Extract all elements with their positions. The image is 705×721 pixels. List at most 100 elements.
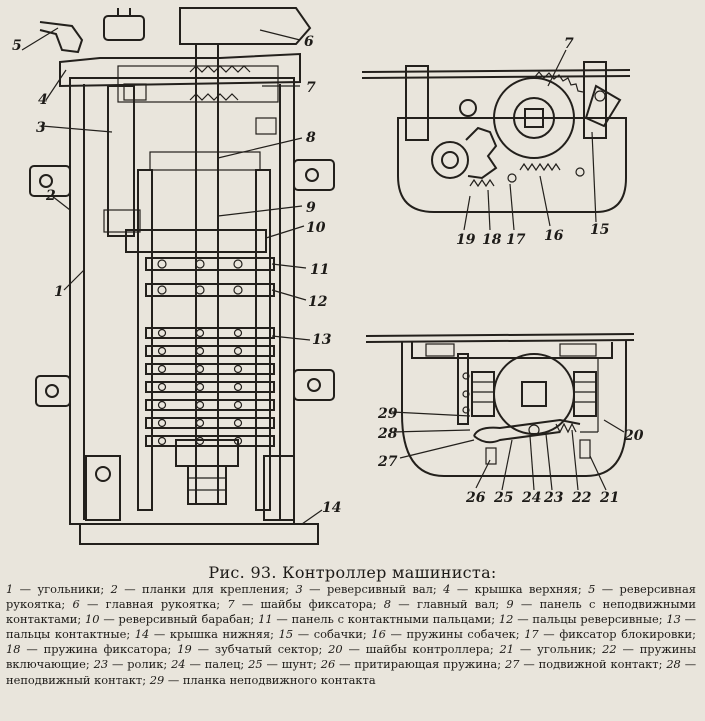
legend-text: реверсивный барабан; [118, 612, 255, 627]
top-cover [59, 52, 301, 88]
legend-item: 18 — пружина фиксатора; [6, 642, 172, 657]
contact-finger-row [145, 417, 275, 429]
finger-bolt [157, 400, 167, 410]
legend-text: главная рукоятка; [105, 597, 221, 612]
legend-number: 24 [171, 657, 186, 672]
reverse-drum [125, 229, 267, 253]
legend-number: 27 [504, 657, 520, 672]
legend-number: 10 [85, 612, 100, 627]
callout-25: 25 [493, 490, 513, 506]
callout-2: 2 [45, 188, 56, 204]
legend-text: неподвижный контакт; [6, 672, 147, 687]
finger-bolt [157, 346, 167, 356]
pawl [584, 84, 622, 128]
legend-text: угольники; [37, 582, 105, 596]
latch-spring [189, 65, 251, 73]
legend-text: фиксатор блокировки; [559, 627, 696, 642]
fixed-contact-left [471, 371, 495, 417]
legend-item: 27 — подвижной контакт; [504, 657, 663, 672]
legend-number: 25 [248, 657, 263, 672]
callout-11: 11 [310, 262, 329, 278]
callout-18: 18 [482, 232, 502, 248]
callout-7: 7 [306, 80, 316, 96]
legend-item: 10 — реверсивный барабан; [85, 612, 255, 627]
legend-item: 28 — неподвижный контакт; [6, 657, 697, 687]
finger-bolt [157, 328, 167, 338]
finger-bolt [195, 364, 205, 374]
legend-item: 14 — крышка нижняя; [134, 627, 274, 642]
callout-15: 15 [590, 222, 609, 238]
legend-number: 29 [149, 672, 165, 687]
fixed-contact-right [573, 371, 597, 417]
legend-number: 14 [134, 627, 150, 642]
controller-drawing: 5 4 3 2 1 6 7 8 9 10 11 12 13 14 7 19 18… [12, 7, 644, 545]
legend-item: 5 — реверсивная рукоятка; [6, 582, 696, 612]
legend-item: 3 — реверсивный вал; [295, 582, 437, 596]
legend-item: 9 — панель с неподвижными контактами; [6, 597, 697, 627]
callout-10: 10 [306, 220, 326, 236]
ratchet-view [361, 49, 631, 231]
legend-item: 25 — шунт; [248, 657, 317, 672]
finger-bolt [157, 436, 167, 446]
figure-caption: Рис. 93. Контроллер машиниста: [208, 563, 497, 582]
legend-number: 7 [227, 597, 235, 612]
bottom-cover [79, 523, 319, 545]
finger-bolt [233, 400, 243, 410]
legend-number: 16 [371, 627, 386, 642]
legend-text: ролик; [127, 657, 168, 672]
callout-20: 20 [623, 428, 644, 444]
callout-labels: 5 4 3 2 1 6 7 8 9 10 11 12 13 14 7 19 18… [12, 34, 644, 516]
moving-contact [473, 418, 581, 437]
legend-text: подвижной контакт; [538, 657, 663, 672]
callout-6: 6 [304, 34, 314, 50]
reverse-handle [39, 21, 84, 54]
legend-item: 26 — притирающая пружина; [320, 657, 502, 672]
legend-item: 24 — палец; [171, 657, 245, 672]
toothed-sector [465, 126, 498, 180]
callout-17: 17 [506, 232, 526, 248]
callout-27: 27 [377, 454, 398, 470]
contact-finger-row [145, 345, 275, 357]
toothed-sector-hub [431, 141, 469, 179]
finger-bolt [233, 418, 243, 428]
legend-text: пружины собачек; [406, 627, 520, 642]
legend-number: 3 [295, 582, 303, 596]
legend-text: зубчатый сектор; [214, 642, 323, 657]
callout-3: 3 [36, 120, 46, 136]
legend-item: 2 — планки для крепления; [110, 582, 290, 596]
finger-bolt [233, 346, 243, 356]
legend-item: 22 — пружины включающие; [6, 642, 697, 672]
finger-bolt [157, 382, 167, 392]
legend-text: крышка нижняя; [169, 627, 274, 642]
legend-number: 8 [383, 597, 392, 612]
callout-23: 23 [543, 490, 564, 506]
legend-item: 16 — пружины собачек; [371, 627, 520, 642]
latch-block [117, 65, 279, 103]
legend-text: панель с неподвижными контактами; [6, 597, 697, 627]
callout-8: 8 [306, 130, 316, 146]
callout-r7: 7 [564, 36, 574, 52]
finger-bolt [195, 400, 205, 410]
legend-text: шайбы фиксатора; [260, 597, 377, 612]
legend-text: реверсивная рукоятка; [6, 582, 696, 612]
ratchet-leaders [463, 49, 597, 231]
legend-text: планки для крепления; [142, 582, 290, 596]
contactor-housing [401, 340, 627, 477]
callout-5: 5 [12, 38, 22, 54]
contact-finger-row [145, 435, 275, 447]
parts-legend: 1 — угольники; 2 — планки для крепления;… [6, 582, 696, 688]
legend-number: 19 [177, 642, 192, 657]
legend-item: 21 — угольник; [499, 642, 597, 657]
legend-item: 17 — фиксатор блокировки; [524, 627, 696, 642]
legend-number: 11 [258, 612, 273, 627]
reverse-finger-rows [145, 257, 275, 297]
legend-text: собачки; [313, 627, 367, 642]
callout-19: 19 [456, 232, 476, 248]
legend-item: 1 — угольники; [6, 582, 105, 596]
legend-text: шайбы контроллера; [365, 642, 494, 657]
main-handle [179, 7, 312, 45]
closing-springs [555, 422, 577, 434]
finger-bolt [195, 418, 205, 428]
legend-number: 22 [602, 642, 617, 657]
legend-item: 8 — главный вал; [383, 597, 500, 612]
